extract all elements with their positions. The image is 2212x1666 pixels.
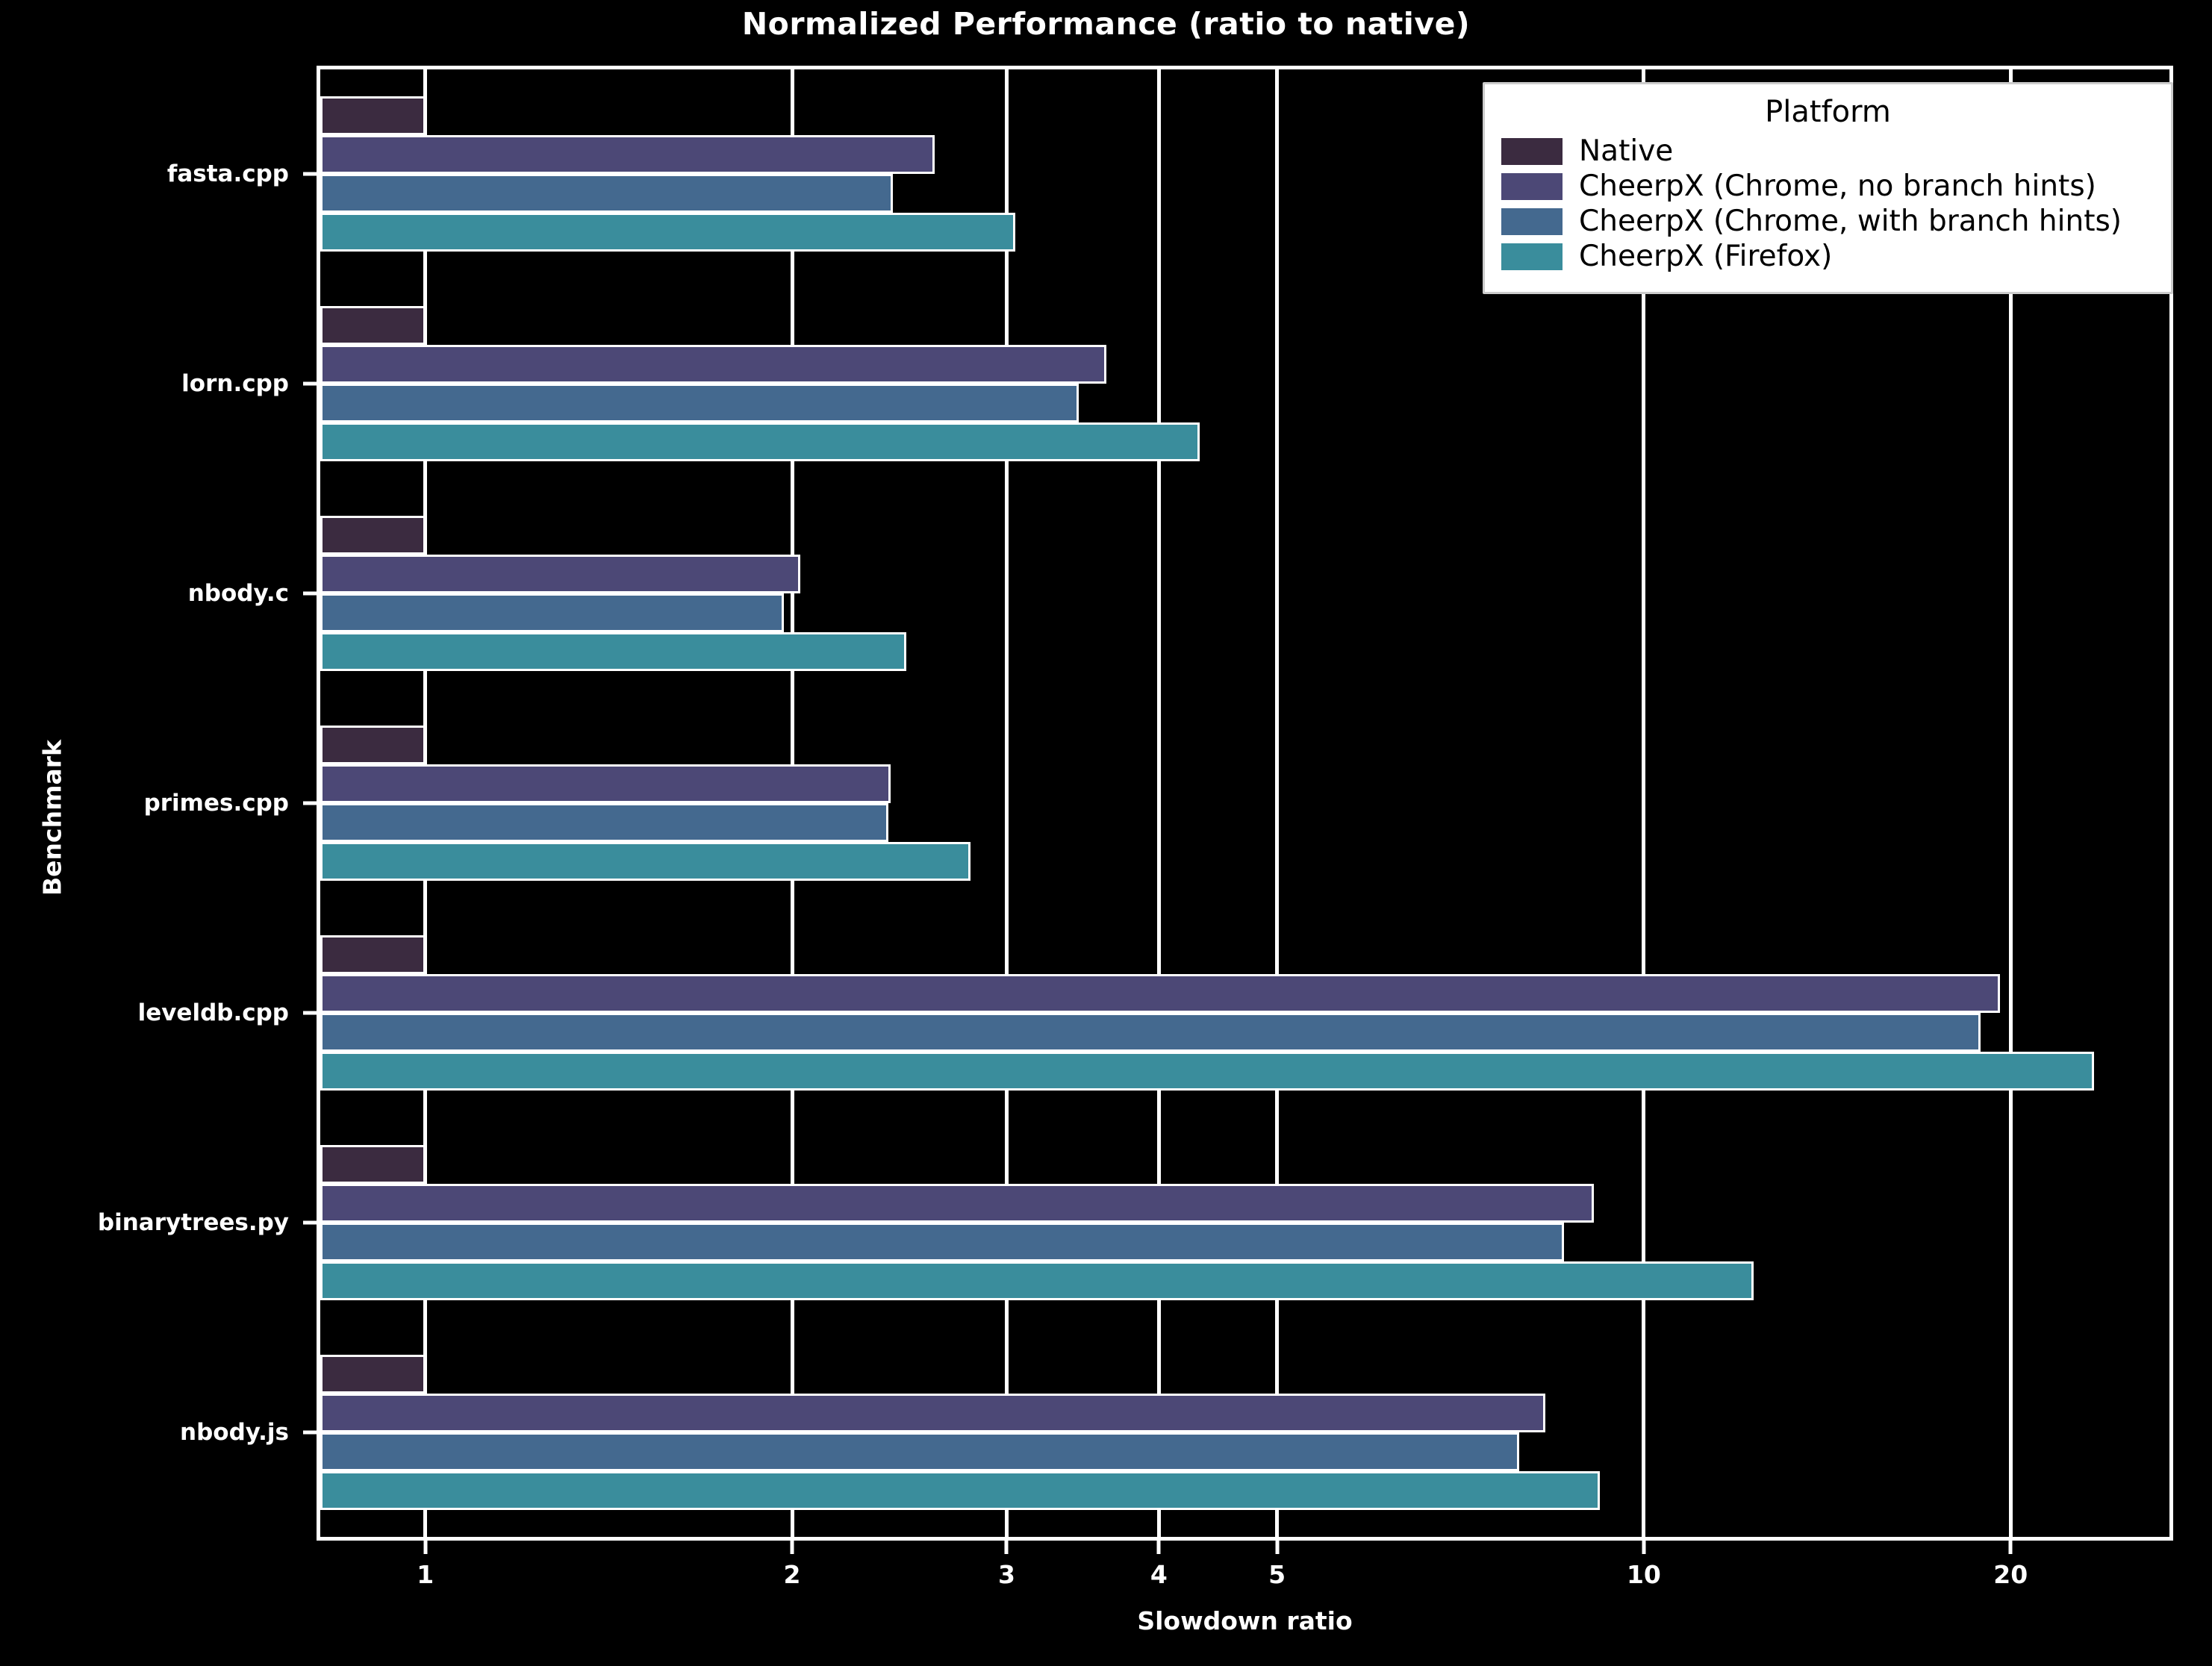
bar[interactable] <box>320 1222 1564 1261</box>
bar[interactable] <box>320 306 426 346</box>
x-tick-mark <box>1156 1541 1161 1554</box>
bar[interactable] <box>320 1144 426 1184</box>
bar[interactable] <box>320 803 889 842</box>
bar[interactable] <box>320 1470 1600 1510</box>
bar[interactable] <box>320 174 894 213</box>
x-tick-mark <box>1275 1541 1280 1554</box>
bar-group <box>320 306 2169 462</box>
bar[interactable] <box>320 593 785 633</box>
legend-label: CheerpX (Firefox) <box>1579 239 1833 273</box>
x-tick-label: 10 <box>1626 1560 1661 1589</box>
chart-title: Normalized Performance (ratio to native) <box>741 6 1471 42</box>
bar[interactable] <box>320 213 1016 252</box>
x-tick-label: 1 <box>417 1560 434 1589</box>
y-tick-label: primes.cpp <box>143 790 289 817</box>
legend-swatch-icon <box>1501 138 1563 166</box>
bar-group <box>320 516 2169 672</box>
bar[interactable] <box>320 516 426 555</box>
y-tick-mark <box>303 1011 317 1015</box>
bar[interactable] <box>320 555 800 594</box>
x-tick-label: 3 <box>997 1560 1015 1589</box>
bar[interactable] <box>320 842 971 881</box>
gridline <box>2008 69 2013 1537</box>
x-tick-label: 2 <box>783 1560 801 1589</box>
plot-inner <box>320 69 2169 1537</box>
x-tick-mark <box>2008 1541 2013 1554</box>
bar[interactable] <box>320 1432 1519 1471</box>
legend-item[interactable]: CheerpX (Chrome, with branch hints) <box>1501 204 2155 238</box>
bar[interactable] <box>320 422 1200 462</box>
y-tick-mark <box>303 1430 317 1435</box>
bar[interactable] <box>320 1354 426 1394</box>
y-tick-label: lorn.cpp <box>181 370 289 398</box>
x-tick-label: 4 <box>1150 1560 1168 1589</box>
bar[interactable] <box>320 135 935 175</box>
gridline <box>1004 69 1009 1537</box>
y-tick-mark <box>303 1220 317 1225</box>
y-tick-mark <box>303 172 317 176</box>
legend-label: CheerpX (Chrome, with branch hints) <box>1579 204 2122 238</box>
legend-swatch-icon <box>1501 208 1563 236</box>
bar[interactable] <box>320 1183 1595 1223</box>
bar[interactable] <box>320 973 2000 1013</box>
bar-group <box>320 726 2169 881</box>
bar[interactable] <box>320 1393 1545 1432</box>
x-axis-ticks: 1 2 3 4 5 10 20 <box>317 1541 2173 1608</box>
y-tick-label: binarytrees.py <box>97 1208 289 1236</box>
bar[interactable] <box>320 1012 1981 1052</box>
x-tick-mark <box>1004 1541 1009 1554</box>
gridline <box>1275 69 1280 1537</box>
x-tick-label: 5 <box>1268 1560 1286 1589</box>
bar-group <box>320 1354 2169 1510</box>
bar-group <box>320 96 2169 252</box>
y-axis-label: Benchmark <box>37 740 67 896</box>
legend-swatch-icon <box>1501 243 1563 271</box>
x-tick-mark <box>790 1541 794 1554</box>
gridline <box>1642 69 1646 1537</box>
legend-title: Platform <box>1765 95 1891 129</box>
bar[interactable] <box>320 935 426 974</box>
x-tick-label: 20 <box>1993 1560 2028 1589</box>
legend-item[interactable]: Native <box>1501 134 2155 168</box>
y-tick-mark <box>303 591 317 596</box>
legend-label: CheerpX (Chrome, no branch hints) <box>1579 169 2096 203</box>
bar-group <box>320 935 2169 1091</box>
bar[interactable] <box>320 1261 1754 1300</box>
bar[interactable] <box>320 726 426 764</box>
x-axis-label: Slowdown ratio <box>1137 1606 1353 1635</box>
bar[interactable] <box>320 1051 2094 1091</box>
bar[interactable] <box>320 632 906 672</box>
gridline <box>1156 69 1161 1537</box>
bar[interactable] <box>320 96 426 136</box>
bar[interactable] <box>320 384 1079 423</box>
y-tick-label: nbody.c <box>187 580 289 608</box>
legend-swatch-icon <box>1501 173 1563 201</box>
y-tick-label: leveldb.cpp <box>137 999 289 1026</box>
bar[interactable] <box>320 764 891 803</box>
x-tick-mark <box>423 1541 428 1554</box>
plot-area <box>317 66 2173 1541</box>
bar[interactable] <box>320 345 1106 384</box>
legend-label: Native <box>1579 134 1674 168</box>
y-tick-mark <box>303 381 317 386</box>
bar-group <box>320 1144 2169 1300</box>
y-tick-label: nbody.js <box>180 1418 289 1446</box>
legend-item[interactable]: CheerpX (Chrome, no branch hints) <box>1501 169 2155 203</box>
y-tick-label: fasta.cpp <box>166 160 289 188</box>
x-tick-mark <box>1642 1541 1646 1554</box>
legend-item[interactable]: CheerpX (Firefox) <box>1501 239 2155 273</box>
y-tick-mark <box>303 801 317 805</box>
